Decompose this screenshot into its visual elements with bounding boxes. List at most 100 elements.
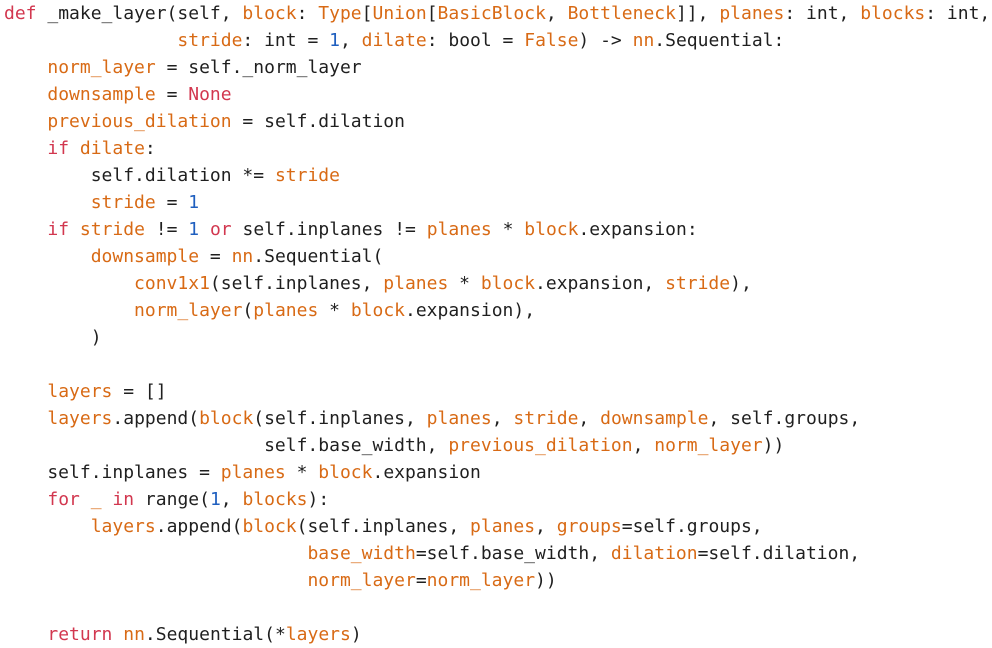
- code-token: =self.base_width,: [415, 543, 611, 564]
- code-token: norm_layer: [47, 57, 156, 78]
- code-token: in: [112, 489, 135, 510]
- code-token: [199, 219, 210, 240]
- code-token: block: [480, 273, 536, 294]
- code-token: [4, 489, 47, 510]
- code-token: .Sequential(*: [144, 624, 286, 645]
- code-line: if dilate:: [4, 135, 992, 162]
- code-token: stride: [274, 165, 340, 186]
- code-token: : int =: [242, 30, 330, 51]
- code-line: [4, 351, 992, 378]
- code-token: ,: [491, 408, 514, 429]
- code-token: [4, 408, 47, 429]
- code-token: :: [144, 138, 156, 159]
- code-token: .expansion:: [578, 219, 698, 240]
- code-token: dilation: [610, 543, 698, 564]
- code-token: [4, 192, 91, 213]
- code-line: downsample = None: [4, 81, 992, 108]
- code-token: [69, 138, 80, 159]
- code-token: self.inplanes =: [4, 462, 221, 483]
- code-token: stride: [79, 219, 145, 240]
- code-token: ):: [307, 489, 330, 510]
- code-token: [4, 516, 91, 537]
- code-token: Bottleneck: [567, 3, 676, 24]
- code-token: return: [47, 624, 113, 645]
- code-token: ]],: [675, 3, 720, 24]
- code-token: ,: [535, 516, 557, 537]
- code-token: 1: [209, 489, 221, 510]
- code-token: block: [242, 516, 297, 537]
- code-token: def: [4, 3, 37, 24]
- code-line: norm_layer=norm_layer)): [4, 567, 992, 594]
- code-token: planes: [253, 300, 319, 321]
- code-token: self.base_width,: [4, 435, 449, 456]
- code-token: [80, 489, 91, 510]
- code-token: =: [155, 84, 189, 105]
- code-token: previous_dilation: [47, 111, 232, 132]
- code-token: =self.dilation,: [697, 543, 861, 564]
- code-token: .append(: [155, 516, 243, 537]
- code-line: layers = []: [4, 378, 992, 405]
- code-token: [69, 219, 80, 240]
- code-token: downsample: [47, 84, 156, 105]
- code-line: norm_layer = self._norm_layer: [4, 54, 992, 81]
- code-token: ),: [730, 273, 752, 294]
- code-token: [4, 111, 47, 132]
- code-token: block: [242, 3, 297, 24]
- code-line: previous_dilation = self.dilation: [4, 108, 992, 135]
- code-token: _make_layer(self,: [36, 3, 243, 24]
- code-token: nn: [231, 246, 254, 267]
- code-token: )): [762, 435, 785, 456]
- code-token: _: [90, 489, 102, 510]
- code-token: block: [524, 219, 579, 240]
- code-token: blocks: [242, 489, 308, 510]
- code-line: layers.append(block(self.inplanes, plane…: [4, 405, 992, 432]
- code-line: self.dilation *= stride: [4, 162, 992, 189]
- code-token: [4, 30, 177, 51]
- code-token: norm_layer: [307, 570, 416, 591]
- code-token: 1: [188, 192, 200, 213]
- code-token: [4, 300, 134, 321]
- code-token: *: [318, 300, 351, 321]
- code-line: return nn.Sequential(*layers): [4, 621, 992, 648]
- code-token: =: [415, 570, 427, 591]
- code-token: Union: [372, 3, 427, 24]
- code-token: ,: [632, 435, 655, 456]
- code-token: ): [350, 624, 362, 645]
- code-token: nn: [123, 624, 145, 645]
- code-token: *: [491, 219, 525, 240]
- code-token: [: [426, 3, 438, 24]
- code-token: [4, 543, 307, 564]
- code-line: conv1x1(self.inplanes, planes * block.ex…: [4, 270, 992, 297]
- code-token: 1: [188, 219, 200, 240]
- code-token: =: [199, 246, 232, 267]
- code-token: previous_dilation: [448, 435, 633, 456]
- code-token: *: [285, 462, 319, 483]
- code-token: :: [296, 3, 319, 24]
- code-token: : int,: [784, 3, 861, 24]
- code-line: [4, 594, 992, 621]
- code-token: block: [318, 462, 373, 483]
- code-token: dilate: [361, 30, 427, 51]
- code-token: )): [535, 570, 557, 591]
- code-token: (: [242, 300, 254, 321]
- code-token: layers: [90, 516, 156, 537]
- code-token: = self.dilation: [231, 111, 405, 132]
- code-token: [: [361, 3, 373, 24]
- code-line: def _make_layer(self, block: Type[Union[…: [4, 0, 992, 27]
- code-token: (self.inplanes,: [209, 273, 384, 294]
- code-token: .expansion),: [405, 300, 536, 321]
- code-token: norm_layer: [426, 570, 536, 591]
- code-token: ,: [578, 408, 601, 429]
- code-line: base_width=self.base_width, dilation=sel…: [4, 540, 992, 567]
- code-token: : bool =: [426, 30, 525, 51]
- code-token: stride: [513, 408, 579, 429]
- code-token: [4, 219, 47, 240]
- code-token: [112, 624, 123, 645]
- code-token: blocks: [860, 3, 926, 24]
- code-line: layers.append(block(self.inplanes, plane…: [4, 513, 992, 540]
- code-token: [4, 273, 134, 294]
- code-token: None: [188, 84, 232, 105]
- code-token: dilate: [79, 138, 145, 159]
- code-line: if stride != 1 or self.inplanes != plane…: [4, 216, 992, 243]
- code-line: downsample = nn.Sequential(: [4, 243, 992, 270]
